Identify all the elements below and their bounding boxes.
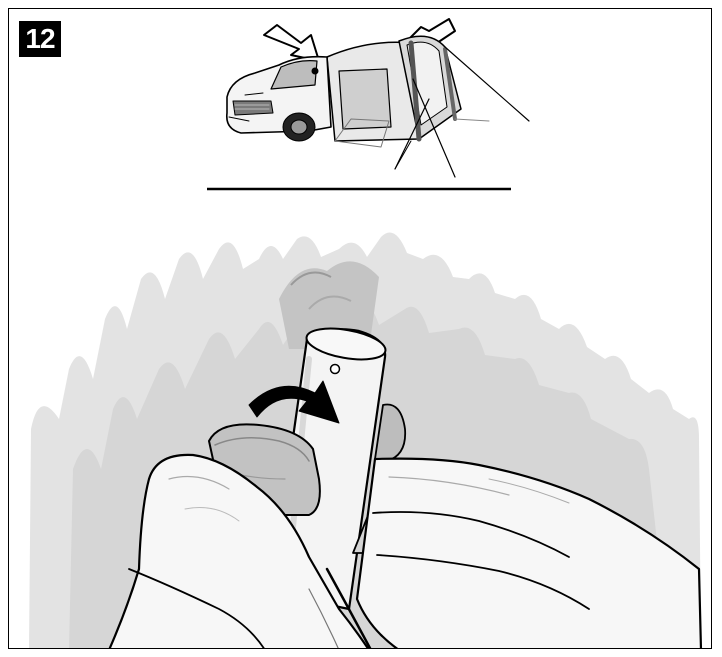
instruction-frame: 12: [8, 8, 712, 649]
left-roof-arrow-icon: [264, 25, 319, 61]
van-with-awning-illustration: [227, 19, 529, 177]
step-illustration: [9, 9, 712, 649]
